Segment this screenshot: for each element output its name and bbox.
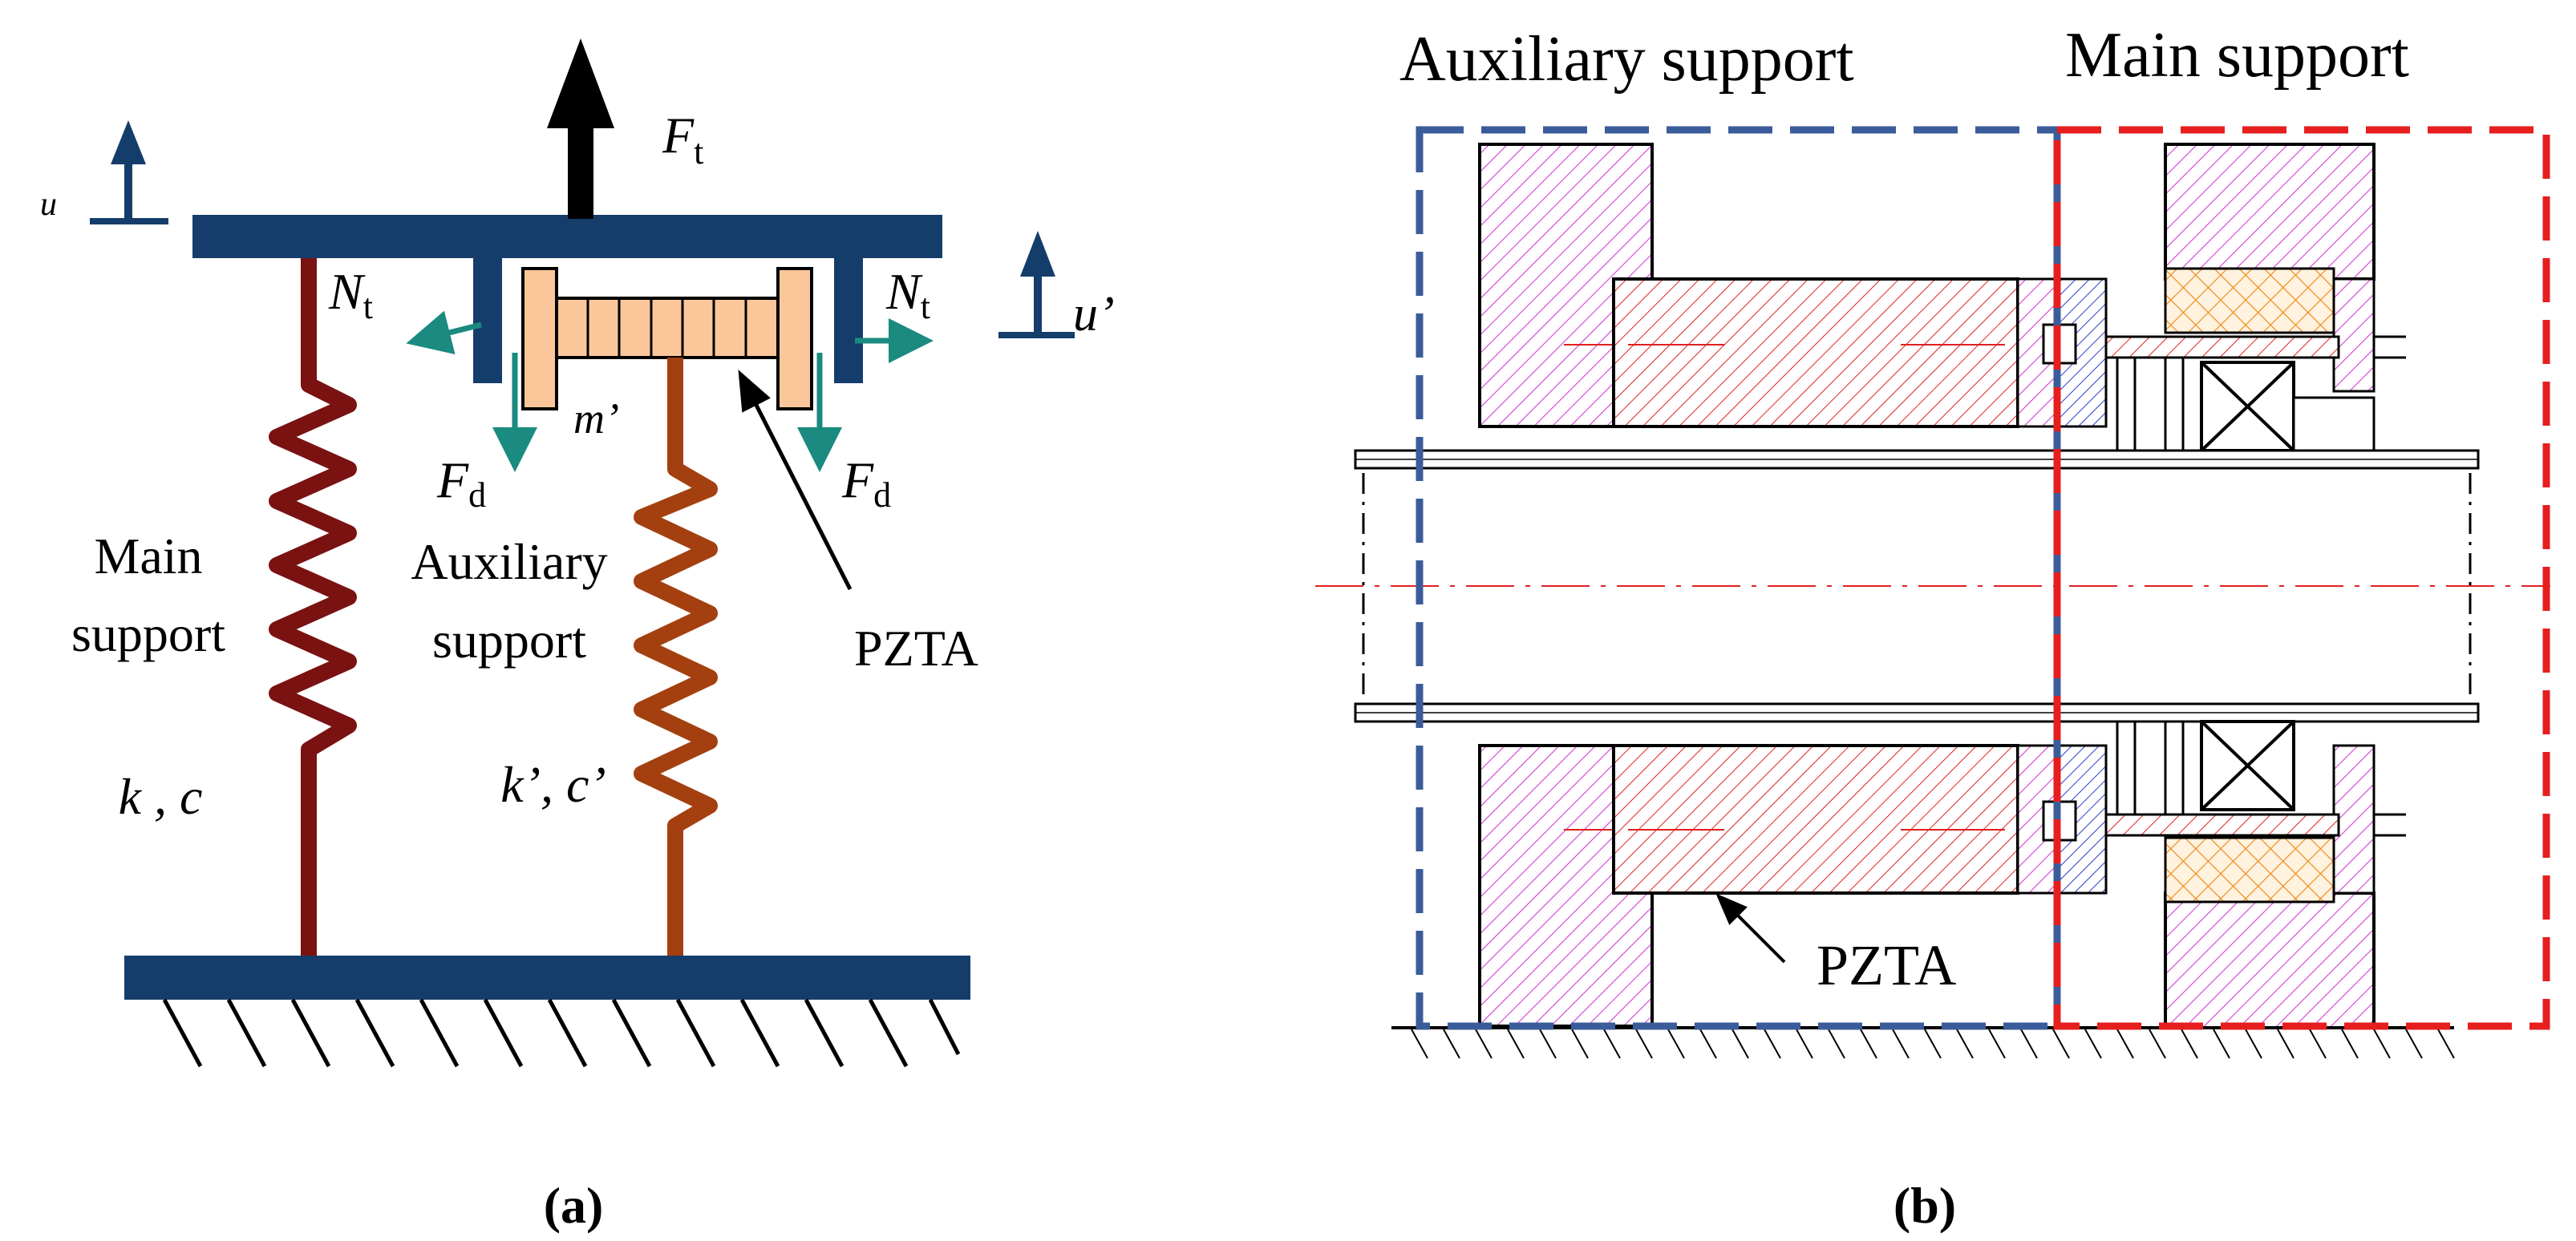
pzta-label-b: PZTA <box>1817 933 1956 997</box>
displacement-u-prime-label: u’ <box>1073 287 1115 342</box>
main-support-spring <box>269 258 357 958</box>
auxiliary-support-label-a-line2: support <box>432 612 586 669</box>
ground-hatching-a <box>162 998 961 1068</box>
force-ft-arrow <box>547 38 614 219</box>
upper-assembly <box>1478 143 2406 455</box>
main-support-label-a: Main <box>94 528 202 584</box>
displacement-u-arrow <box>90 120 168 224</box>
fd-left-label: Fd <box>436 451 486 515</box>
pzta-leader-arrow <box>738 370 853 591</box>
lower-assembly <box>1478 720 2406 1029</box>
auxiliary-support-params: k’, c’ <box>500 756 606 813</box>
main-support-box <box>2053 126 2550 1030</box>
fd-right-label: Fd <box>841 451 891 515</box>
right-lug <box>834 255 863 383</box>
left-lug <box>473 255 502 383</box>
main-support-title: Main support <box>2065 20 2409 91</box>
displacement-u-label: u <box>40 186 57 223</box>
auxiliary-support-title: Auxiliary support <box>1399 24 1854 95</box>
main-support-params: k , c <box>119 768 203 825</box>
base-plate <box>124 956 970 1000</box>
top-plate <box>192 215 942 258</box>
normal-force-left-label: Nt <box>328 263 373 326</box>
mass-m-prime-label: m’ <box>573 394 619 443</box>
auxiliary-support-label-a: Auxiliary <box>411 533 607 590</box>
panel-a-mechanical-model: Ft u u’ m’ <box>40 38 1115 1234</box>
ground-hatching-b <box>1411 1029 2455 1059</box>
shaft <box>1315 449 2550 723</box>
normal-force-left-arrow <box>406 310 482 354</box>
displacement-u-prime-arrow <box>998 231 1075 338</box>
force-ft-label: Ft <box>662 107 703 172</box>
auxiliary-support-spring <box>634 358 718 958</box>
pzta-leader-arrow-b <box>1715 893 1786 964</box>
main-support-label-a-line2: support <box>71 605 225 662</box>
normal-force-right-label: Nt <box>885 263 930 326</box>
panel-b-caption: (b) <box>1894 1177 1956 1234</box>
pzta-actuator <box>521 267 813 410</box>
panel-a-caption: (a) <box>544 1177 604 1234</box>
pzta-label-a: PZTA <box>854 620 978 677</box>
panel-b-cross-section: Auxiliary support Main support <box>1315 20 2550 1234</box>
